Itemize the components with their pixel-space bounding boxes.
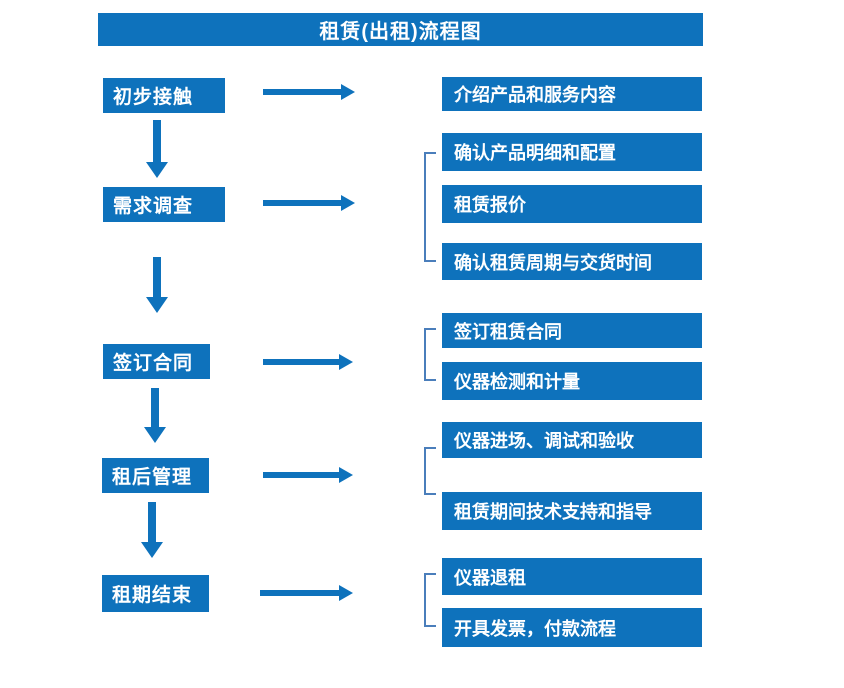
right-arrow-3 — [263, 354, 353, 370]
detail-box-instrument-return: 仪器退租 — [442, 558, 702, 595]
right-arrow-1 — [263, 84, 355, 100]
bracket-group-5 — [424, 573, 436, 627]
detail-box-instrument-testing: 仪器检测和计量 — [442, 362, 702, 400]
right-arrow-2 — [263, 195, 355, 211]
right-arrow-shaft — [263, 472, 339, 478]
step-box-post-rental-management: 租后管理 — [102, 458, 209, 493]
down-arrow-shaft — [153, 257, 161, 297]
right-arrow-5 — [260, 585, 353, 601]
bracket-group-4 — [424, 447, 436, 495]
detail-box-sign-rental-contract: 签订租赁合同 — [442, 313, 702, 348]
down-arrow-head — [146, 162, 168, 178]
detail-box-confirm-product-config: 确认产品明细和配置 — [442, 133, 702, 171]
down-arrow-shaft — [153, 120, 161, 162]
detail-box-invoice-payment: 开具发票，付款流程 — [442, 608, 702, 647]
down-arrow-shaft — [151, 388, 159, 427]
step-box-sign-contract: 签订合同 — [103, 344, 210, 379]
right-arrow-head — [339, 467, 353, 483]
right-arrow-head — [339, 354, 353, 370]
right-arrow-head — [341, 195, 355, 211]
detail-box-tech-support: 租赁期间技术支持和指导 — [442, 492, 702, 530]
detail-box-instrument-setup-acceptance: 仪器进场、调试和验收 — [442, 422, 702, 458]
down-arrow-head — [144, 427, 166, 443]
down-arrow-4 — [141, 502, 163, 558]
down-arrow-2 — [146, 257, 168, 313]
bracket-group-2 — [424, 152, 436, 262]
right-arrow-head — [339, 585, 353, 601]
detail-box-confirm-period-delivery: 确认租赁周期与交货时间 — [442, 243, 702, 280]
down-arrow-head — [146, 297, 168, 313]
down-arrow-3 — [144, 388, 166, 443]
down-arrow-shaft — [148, 502, 156, 542]
step-box-rental-end: 租期结束 — [102, 575, 209, 612]
flowchart-title: 租赁(出租)流程图 — [98, 13, 703, 46]
step-box-initial-contact: 初步接触 — [103, 78, 225, 113]
bracket-group-3 — [424, 328, 436, 381]
right-arrow-4 — [263, 467, 353, 483]
down-arrow-head — [141, 542, 163, 558]
step-box-demand-survey: 需求调查 — [103, 187, 225, 222]
right-arrow-shaft — [263, 89, 341, 95]
right-arrow-head — [341, 84, 355, 100]
detail-box-rental-quotation: 租赁报价 — [442, 185, 702, 223]
detail-box-intro-products-services: 介绍产品和服务内容 — [442, 77, 702, 111]
right-arrow-shaft — [263, 200, 341, 206]
right-arrow-shaft — [263, 359, 339, 365]
down-arrow-1 — [146, 120, 168, 178]
right-arrow-shaft — [260, 590, 339, 596]
